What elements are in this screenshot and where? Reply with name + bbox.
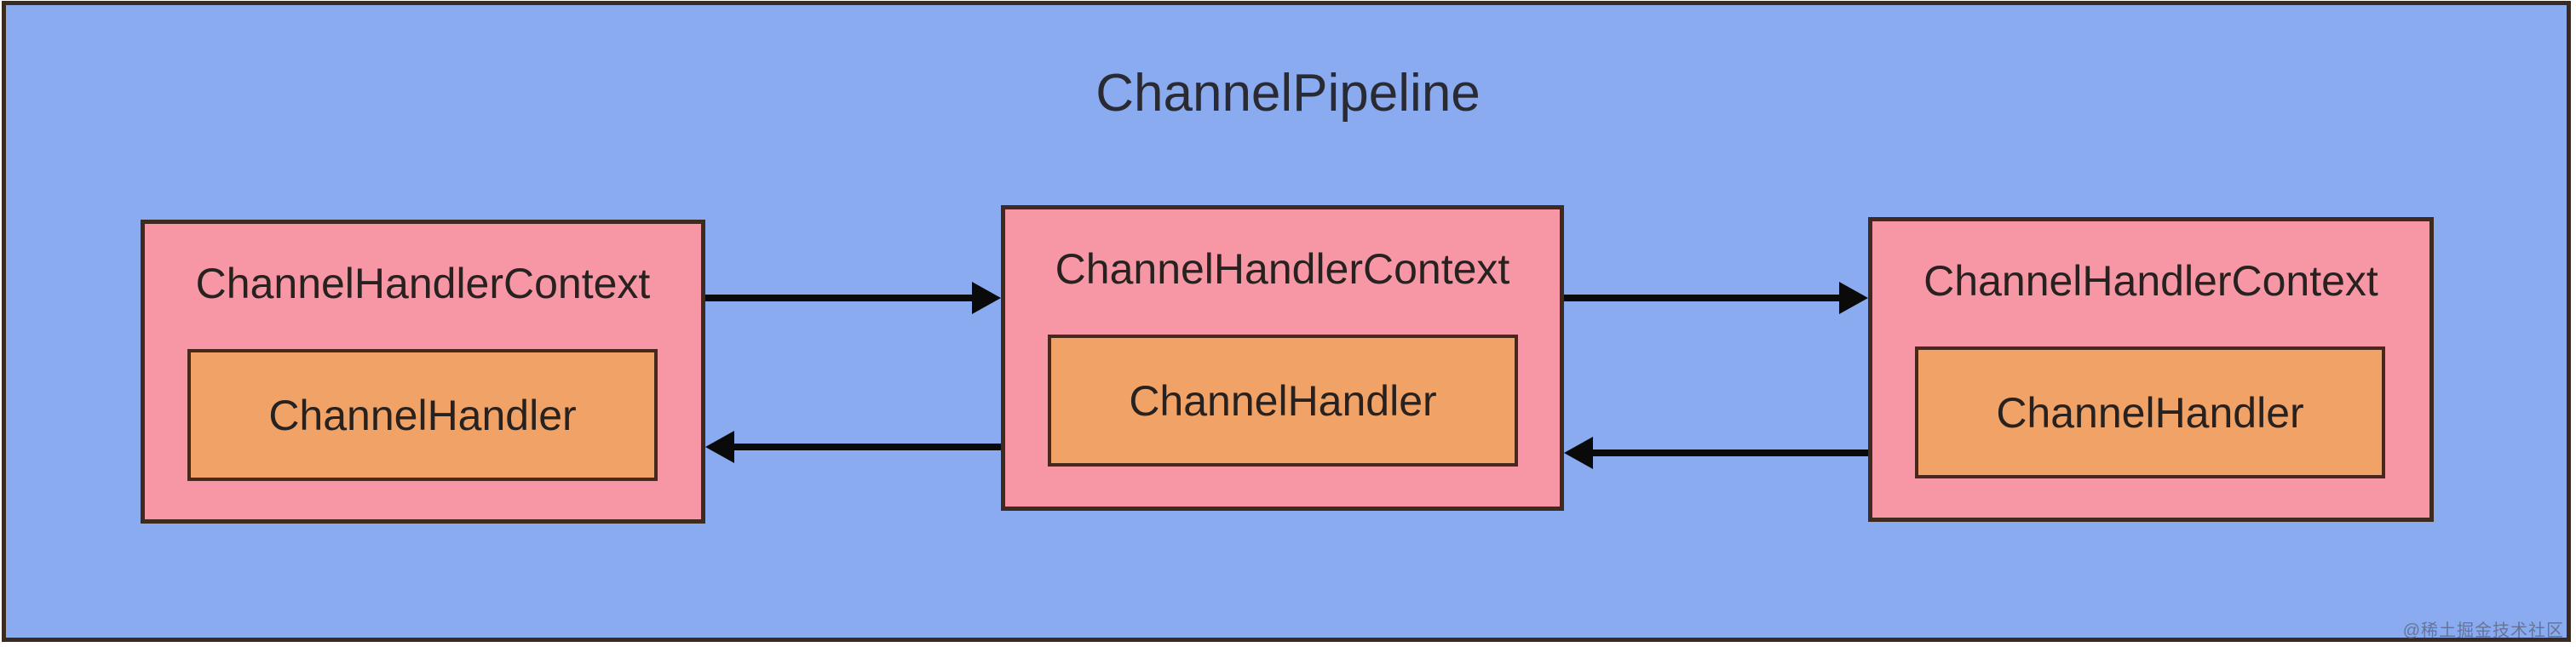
channel-handler-box-2: ChannelHandler	[1048, 335, 1518, 467]
arrow-head-left-icon	[705, 431, 734, 463]
context-label: ChannelHandlerContext	[195, 260, 651, 307]
arrow-line	[1564, 295, 1846, 301]
arrow-head-right-icon	[972, 282, 1001, 314]
channel-handler-context-box-1: ChannelHandlerContext ChannelHandler	[141, 220, 705, 524]
arrow-forward-1-to-2-icon	[705, 282, 1001, 314]
pipeline-title: ChannelPipeline	[1095, 64, 1481, 123]
channel-handler-context-box-3: ChannelHandlerContext ChannelHandler	[1868, 217, 2434, 522]
arrow-head-left-icon	[1564, 437, 1593, 469]
channel-handler-box-3: ChannelHandler	[1915, 346, 2385, 478]
arrow-head-right-icon	[1839, 282, 1868, 314]
arrow-line	[727, 444, 1001, 450]
channel-handler-box-1: ChannelHandler	[187, 349, 658, 481]
context-label: ChannelHandlerContext	[1923, 257, 2378, 305]
context-label: ChannelHandlerContext	[1055, 245, 1510, 293]
watermark-text: @稀土掘金技术社区	[2402, 621, 2564, 640]
arrow-line	[705, 295, 979, 301]
arrow-forward-2-to-3-icon	[1564, 282, 1868, 314]
arrow-backward-3-to-2-icon	[1564, 437, 1868, 469]
arrow-line	[1586, 449, 1868, 456]
arrow-backward-2-to-1-icon	[705, 431, 1001, 463]
channel-handler-context-box-2: ChannelHandlerContext ChannelHandler	[1001, 205, 1564, 511]
